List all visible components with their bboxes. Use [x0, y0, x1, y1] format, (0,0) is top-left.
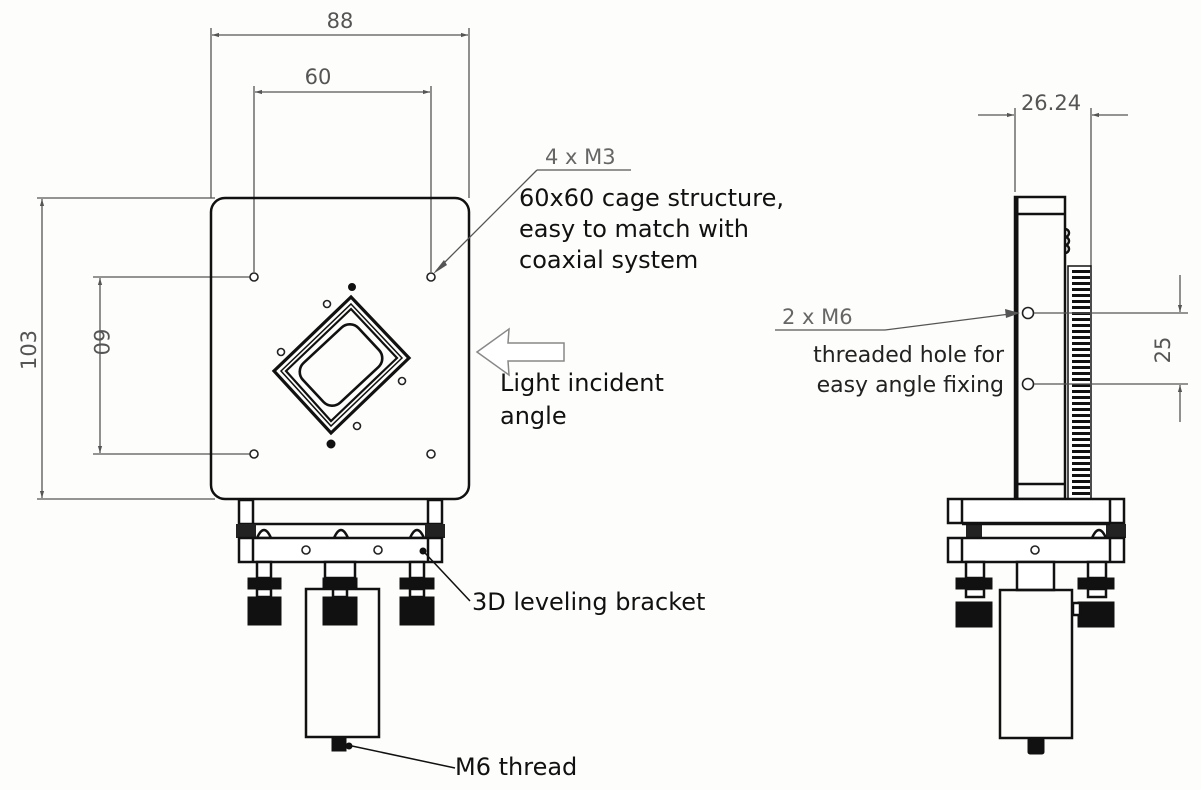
- rack-tooth: [1072, 342, 1090, 345]
- rack-tooth: [1072, 384, 1090, 387]
- dimension-60-vertical-label: 60: [89, 329, 113, 356]
- rack-tooth: [1072, 324, 1090, 327]
- adjuster-knob: [322, 560, 358, 626]
- rack-tooth: [1072, 426, 1090, 429]
- callout-mount-holes: 4 x M3: [433, 145, 631, 274]
- rack-tooth: [1072, 414, 1090, 417]
- dimension-hole-spacing: 25: [1034, 275, 1188, 422]
- front-plate: [209, 196, 471, 501]
- side-post-housing: [998, 588, 1074, 740]
- mount-holes-label: 4 x M3: [545, 145, 616, 169]
- light-incident-line1: Light incident: [500, 369, 664, 397]
- front-view: 88 60 103 60: [17, 9, 784, 781]
- m3-hole: [426, 449, 436, 459]
- rack-tooth: [1072, 276, 1090, 279]
- rack-tooth: [1072, 474, 1090, 477]
- rack-tooth: [1072, 468, 1090, 471]
- rack-tooth: [1072, 492, 1090, 495]
- rack-tooth: [1072, 282, 1090, 285]
- m6-thread-stud: [331, 736, 347, 752]
- sample-window: [271, 283, 412, 449]
- adjuster-knob: [955, 560, 993, 628]
- rack-tooth: [1072, 420, 1090, 423]
- rack-tooth: [1072, 306, 1090, 309]
- leveling-bracket: [236, 498, 445, 626]
- rack-tooth: [1072, 300, 1090, 303]
- callout-holes: 2 x M6: [775, 305, 1020, 331]
- angle-rack: [1067, 265, 1092, 500]
- callout-bracket: 3D leveling bracket: [424, 552, 705, 616]
- light-incident-line2: angle: [500, 402, 567, 430]
- dimension-overall-width: 88: [210, 9, 470, 198]
- rack-tooth: [1072, 288, 1090, 291]
- rack-tooth: [1072, 408, 1090, 411]
- rack-tooth: [1072, 402, 1090, 405]
- dimension-25-label: 25: [1151, 337, 1175, 364]
- adjuster-knob: [1077, 560, 1115, 628]
- holes-note-line1: threaded hole for: [813, 343, 1005, 368]
- dimension-88-label: 88: [327, 9, 354, 33]
- rack-tooth: [1072, 372, 1090, 375]
- m6-hole: [1021, 377, 1035, 391]
- rack-tooth: [1072, 432, 1090, 435]
- rack-tooth: [1072, 396, 1090, 399]
- cage-note-line1: 60x60 cage structure,: [519, 184, 784, 212]
- light-incident-arrow-icon: [475, 327, 565, 377]
- dimension-hole-spacing-horizontal: 60: [253, 65, 432, 272]
- rack-tooth: [1072, 348, 1090, 351]
- side-view: 26.24 25 2 x M6 thr: [775, 91, 1188, 755]
- rack-tooth: [1072, 390, 1090, 393]
- holes-note-line2: easy angle fixing: [817, 373, 1004, 398]
- rack-tooth: [1072, 318, 1090, 321]
- adjuster-knob: [399, 560, 435, 626]
- adjuster-knob: [247, 560, 282, 626]
- side-thread-stud: [1027, 737, 1045, 755]
- rack-tooth: [1072, 486, 1090, 489]
- cage-note-line2: easy to match with: [519, 215, 749, 243]
- rack-tooth: [1072, 450, 1090, 453]
- cage-note-line3: coaxial system: [519, 246, 698, 274]
- dimension-60-horizontal-label: 60: [305, 65, 332, 89]
- m3-hole: [426, 272, 436, 282]
- rack-tooth: [1072, 366, 1090, 369]
- rack-tooth: [1072, 330, 1090, 333]
- rack-tooth: [1072, 438, 1090, 441]
- m6-hole: [1021, 306, 1035, 320]
- rack-tooth: [1072, 360, 1090, 363]
- callout-thread: M6 thread: [351, 745, 577, 781]
- rack-tooth: [1072, 480, 1090, 483]
- rack-tooth: [1072, 354, 1090, 357]
- side-leveling-bracket: [946, 497, 1126, 628]
- dimension-103-label: 103: [17, 330, 41, 370]
- thread-label: M6 thread: [455, 753, 577, 781]
- rack-tooth: [1072, 456, 1090, 459]
- dimension-hole-spacing-vertical: 60: [89, 276, 254, 455]
- dimension-overall-height: 103: [17, 197, 215, 500]
- side-plate: [1013, 195, 1067, 501]
- rack-tooth: [1072, 336, 1090, 339]
- rack-tooth: [1072, 270, 1090, 273]
- dimension-depth: 26.24: [978, 91, 1128, 266]
- rack-tooth: [1072, 378, 1090, 381]
- dimension-26-24-label: 26.24: [1021, 91, 1081, 115]
- rack-tooth: [1072, 444, 1090, 447]
- rack-tooth: [1072, 294, 1090, 297]
- m3-hole: [249, 272, 259, 282]
- rack-tooth: [1072, 462, 1090, 465]
- bracket-label: 3D leveling bracket: [472, 588, 705, 616]
- m3-hole: [249, 449, 259, 459]
- holes-label: 2 x M6: [782, 305, 853, 329]
